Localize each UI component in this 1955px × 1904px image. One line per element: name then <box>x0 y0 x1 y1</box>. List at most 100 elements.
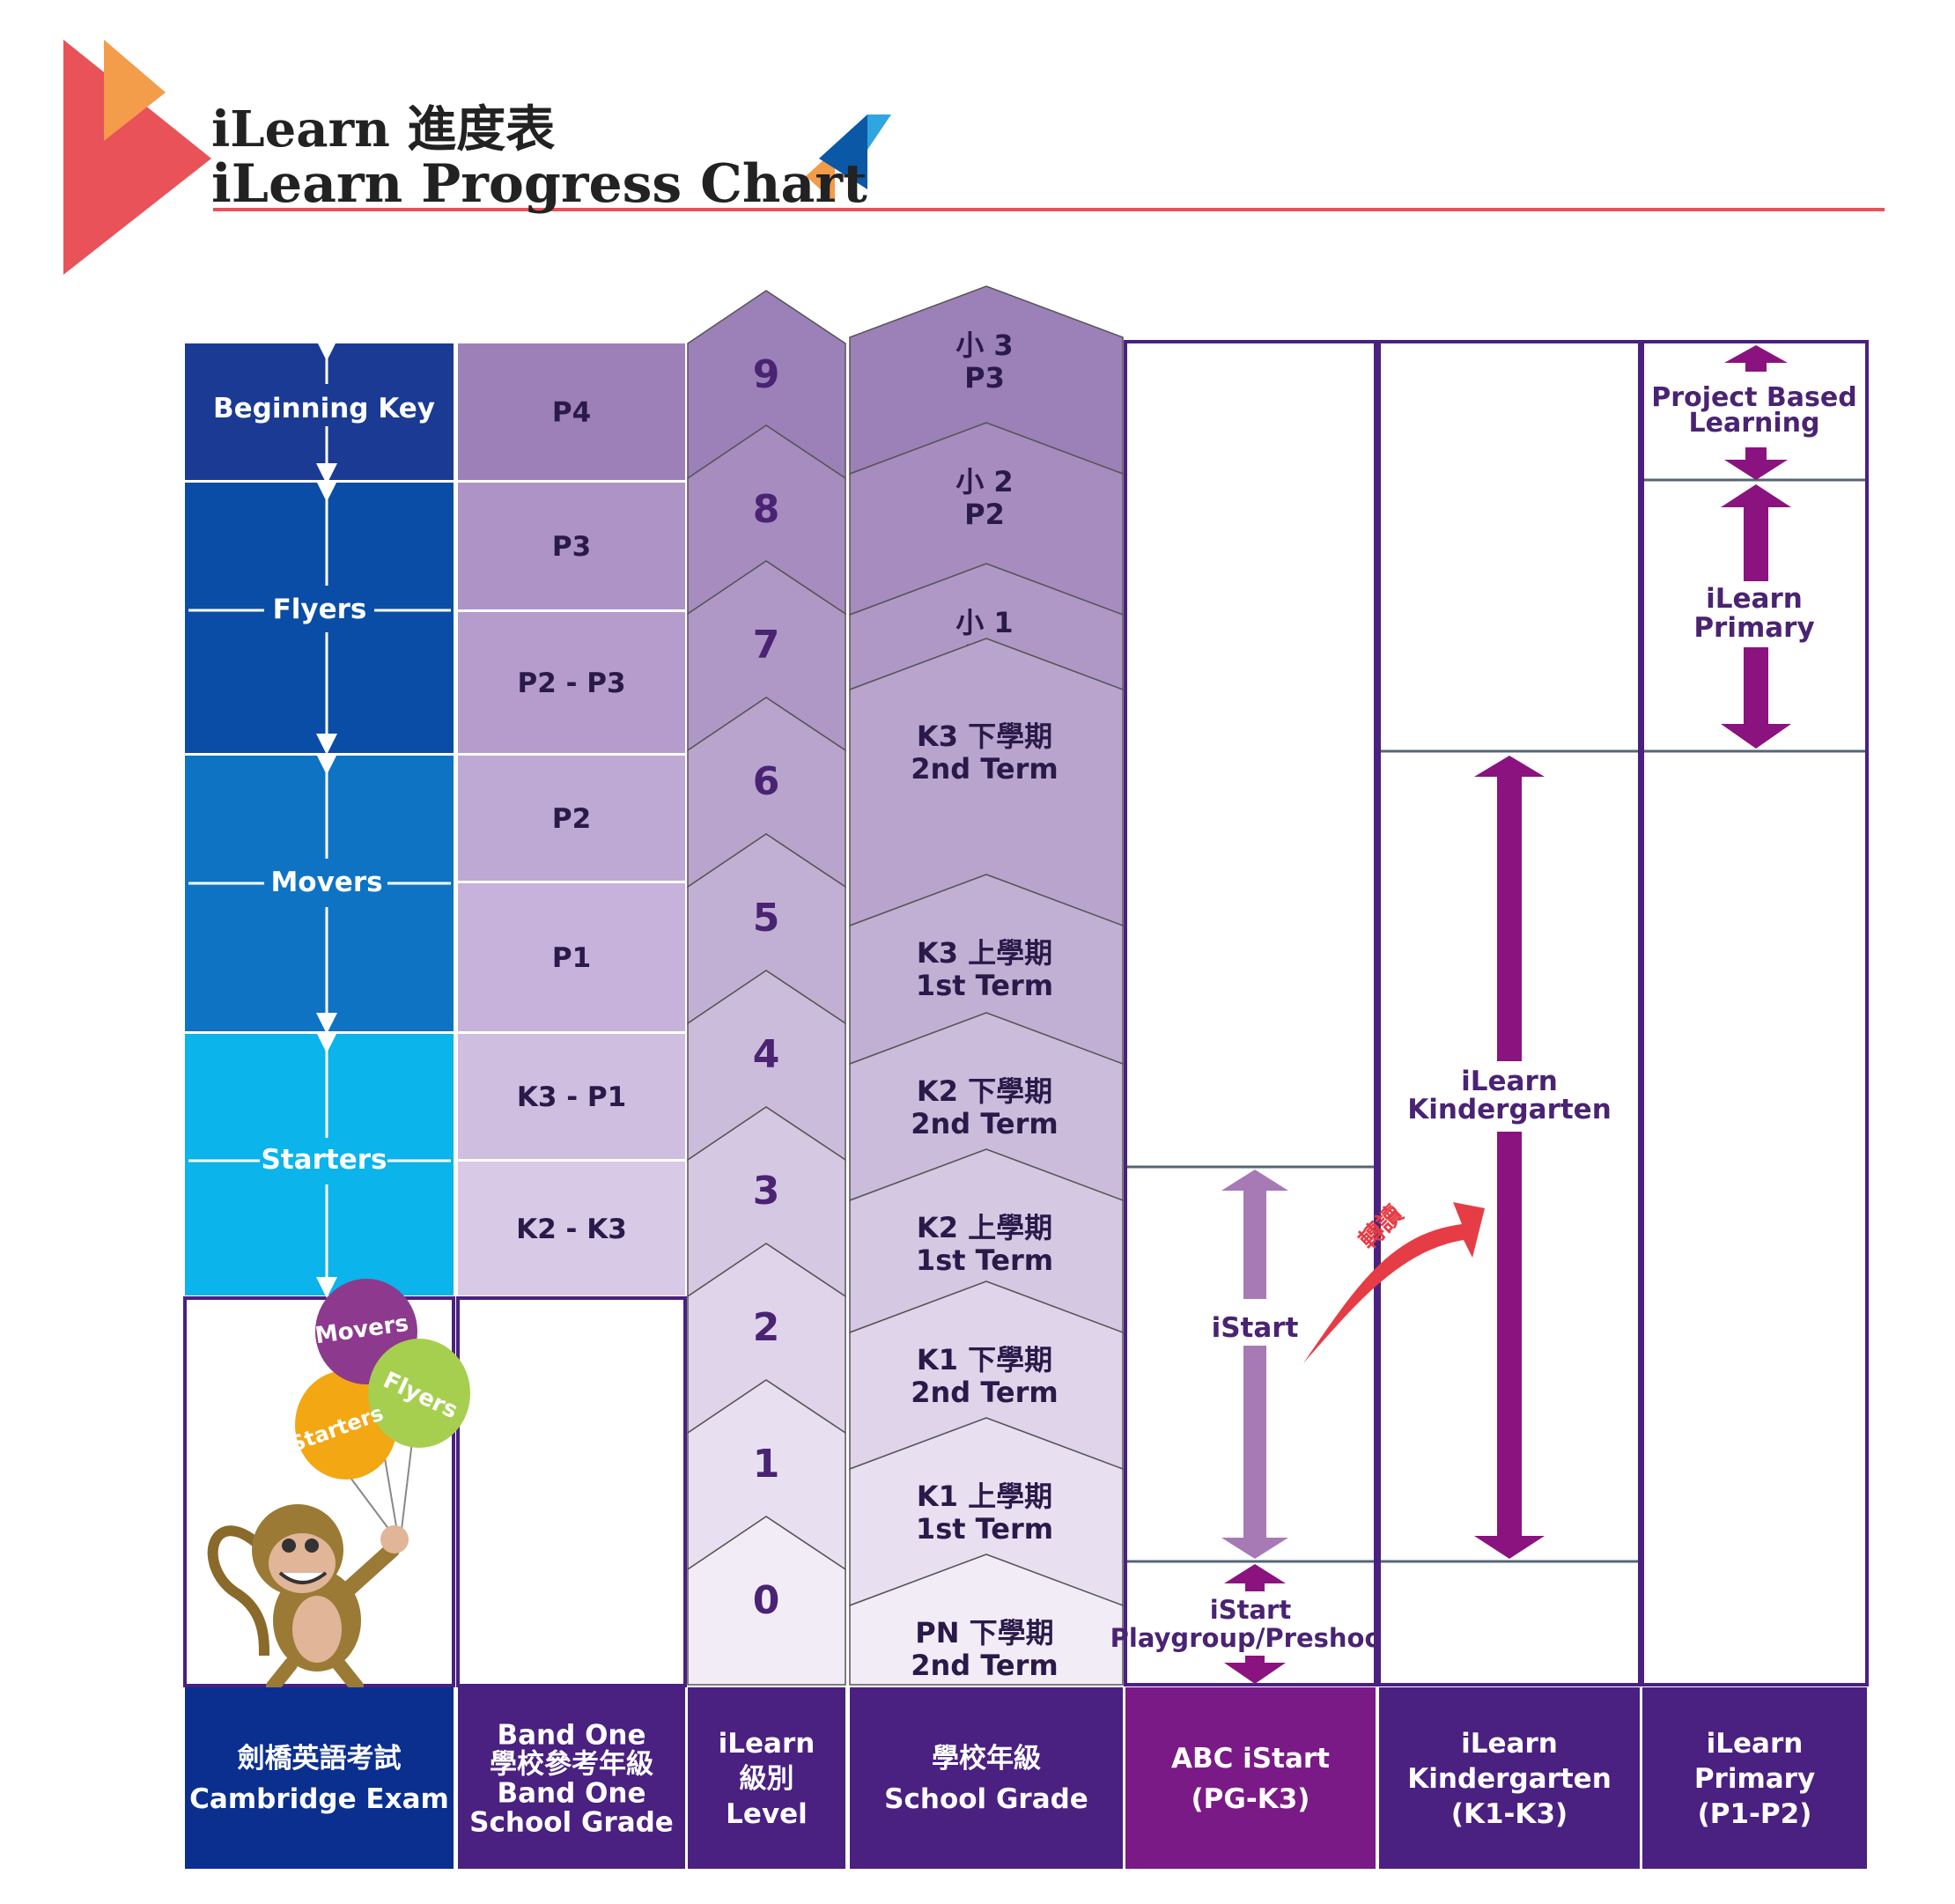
grade-label-line2: 1st Term <box>916 1512 1053 1546</box>
grade-label-line1: K2 上學期 <box>917 1211 1052 1244</box>
level-number: 8 <box>753 487 780 532</box>
monkey-illustration <box>207 1504 409 1694</box>
footer-label: iLearn <box>1707 1728 1804 1760</box>
cambridge-label-starters: Starters <box>262 1144 387 1176</box>
pbl-label-line2: Learning <box>1689 408 1820 439</box>
footer-label: Kindergarten <box>1407 1763 1612 1795</box>
cambridge-band-starters <box>185 1034 454 1295</box>
band-cell <box>458 483 685 609</box>
grade-label-line2: 2nd Term <box>911 1376 1059 1409</box>
pbl-arrow <box>1724 345 1788 480</box>
footer-label: Band One <box>497 1720 646 1752</box>
cambridge-label-flyers: Flyers <box>273 594 367 625</box>
primary-column: Project Based Learning iLearn Primary <box>1641 340 1869 1686</box>
red-triangle-logo <box>63 40 211 275</box>
grade-label-line1: K1 下學期 <box>917 1343 1052 1376</box>
istart-playgroup-arrow <box>1224 1564 1286 1684</box>
band-cell <box>458 1162 685 1295</box>
level-chevron <box>687 1516 846 1686</box>
grade-label-line2: 2nd Term <box>911 1107 1059 1140</box>
footer-label: Primary <box>1694 1763 1815 1795</box>
footer-label: School Grade <box>884 1783 1088 1815</box>
footer-label: (PG-K3) <box>1191 1783 1310 1815</box>
grade-label-line2: P3 <box>964 361 1005 395</box>
grade-label-line2: 2nd Term <box>911 1649 1059 1682</box>
cambridge-range-arrows <box>188 340 451 1298</box>
band-cell-label: K2 - K3 <box>516 1214 627 1245</box>
footer-cell <box>1379 1687 1640 1869</box>
istart-column: iStart iStart Playgroup/Preshool <box>1110 340 1391 1686</box>
footer-label: 學校年級 <box>932 1743 1041 1775</box>
footer-label: ABC iStart <box>1171 1743 1330 1775</box>
footer-cell <box>850 1687 1123 1869</box>
level-number: 0 <box>753 1578 780 1623</box>
band-cell <box>458 343 685 480</box>
kindergarten-label-line2: Kindergarten <box>1407 1094 1612 1125</box>
cambridge-label-beginning-key: Beginning Key <box>213 393 435 424</box>
istart-sub-label: iStart <box>1210 1595 1292 1625</box>
level-number: 9 <box>753 352 780 397</box>
header-decoration <box>63 40 1885 275</box>
grade-label-line2: 1st Term <box>916 1244 1053 1277</box>
grade-label-line2: 2nd Term <box>911 752 1059 786</box>
balloon-flyers <box>368 1339 470 1448</box>
level-number: 6 <box>753 759 780 804</box>
grade-label-line1: K2 下學期 <box>917 1074 1052 1108</box>
footer-label: 學校參考年級 <box>490 1749 653 1781</box>
band-cell <box>458 756 685 881</box>
primary-label-line2: Primary <box>1693 612 1814 644</box>
footer-label: 級別 <box>740 1763 794 1795</box>
primary-label-line1: iLearn <box>1706 583 1803 615</box>
grade-label-line1: 小 3 <box>955 328 1013 362</box>
kindergarten-arrow <box>1474 756 1545 1559</box>
cambridge-column: Beginning Key Flyers Movers Starters <box>183 340 455 1687</box>
footer-cell <box>688 1687 845 1869</box>
footer-label: iLearn <box>719 1728 815 1760</box>
footer-label: Level <box>726 1798 808 1830</box>
balloons-illustration: Movers Flyers Starters <box>286 1279 470 1538</box>
band-cell-label: P3 <box>552 531 591 563</box>
grade-label-line1: K1 上學期 <box>917 1480 1052 1513</box>
cambridge-band-movers <box>185 756 454 1031</box>
band-cell-label: P2 <box>552 803 591 835</box>
footer-cell <box>1642 1687 1867 1869</box>
level-number: 3 <box>753 1169 780 1214</box>
footer-cell <box>1125 1687 1376 1869</box>
footer-label: (P1-P2) <box>1698 1798 1812 1830</box>
cambridge-label-movers: Movers <box>270 867 382 898</box>
grade-label-line1: 小 1 <box>955 606 1013 639</box>
istart-arrow <box>1221 1170 1288 1559</box>
orange-triangle-logo <box>104 40 166 141</box>
footer-label: iLearn <box>1461 1728 1558 1760</box>
istart-label: iStart <box>1212 1312 1299 1344</box>
footer-cell <box>458 1687 685 1869</box>
grade-label-line1: PN 下學期 <box>915 1616 1053 1649</box>
footer-label: 劍橋英語考試 <box>238 1743 402 1775</box>
level-number: 7 <box>753 623 780 668</box>
band-cell <box>458 612 685 753</box>
level-number: 1 <box>753 1442 780 1487</box>
grade-chevron <box>849 1553 1124 1686</box>
grade-label-line2: 1st Term <box>916 969 1053 1002</box>
page-title-en: iLearn Progress Chart <box>211 153 867 215</box>
band-cell <box>458 883 685 1031</box>
footer-label: Cambridge Exam <box>189 1783 449 1815</box>
footer-label: (K1-K3) <box>1451 1798 1568 1830</box>
light-blue-triangle <box>867 114 891 150</box>
grade-label-line1: 小 2 <box>955 465 1013 498</box>
blue-triangle <box>819 114 867 189</box>
level-number: 5 <box>753 896 780 941</box>
kindergarten-label-line1: iLearn <box>1461 1066 1558 1097</box>
band-empty-area <box>456 1296 687 1687</box>
primary-arrow <box>1721 484 1791 749</box>
footer-label: School Grade <box>469 1807 674 1839</box>
level-number: 2 <box>753 1305 780 1350</box>
page-title-zh: iLearn 進度表 <box>211 100 556 159</box>
grade-label-line1: K3 上學期 <box>917 936 1052 970</box>
band-cell-label: P1 <box>552 942 591 974</box>
pbl-label-line1: Project Based <box>1651 382 1856 413</box>
